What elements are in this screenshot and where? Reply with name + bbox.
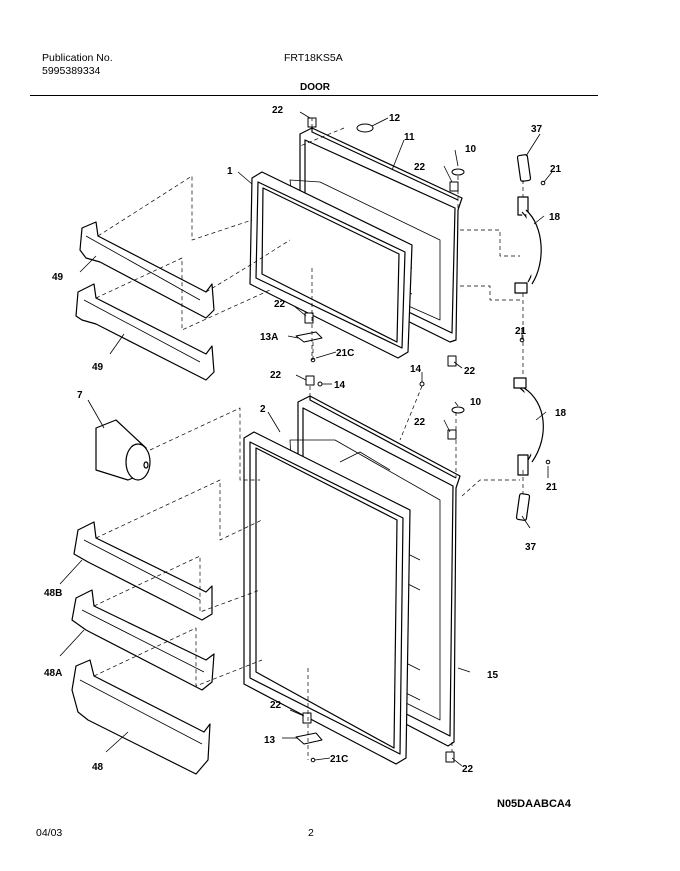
fresh-food-door-gasket bbox=[243, 431, 411, 765]
callout-14-upper: 14 bbox=[334, 380, 346, 391]
callout-14-lower: 14 bbox=[410, 364, 422, 375]
freezer-handle-18 bbox=[514, 154, 542, 294]
fresh-food-handle-18 bbox=[513, 377, 544, 521]
screw-22-hinge-lower bbox=[302, 712, 312, 724]
callout-22-lower-top: 22 bbox=[270, 370, 282, 381]
callout-22-hinge-lower: 22 bbox=[270, 700, 282, 711]
callout-22-hinge-upper: 22 bbox=[274, 299, 286, 310]
plug-10-lower bbox=[451, 406, 465, 414]
freezer-door-gasket bbox=[249, 171, 413, 359]
callout-22-mid: 22 bbox=[414, 162, 426, 173]
callout-49-upper: 49 bbox=[52, 272, 64, 283]
door-bin-48 bbox=[71, 659, 211, 775]
header-rule bbox=[30, 95, 598, 96]
screw-22-lower-mid bbox=[447, 429, 457, 440]
callout-49-lower: 49 bbox=[92, 362, 104, 373]
screw-22-bottom bbox=[445, 751, 455, 763]
publication-number: 5995389334 bbox=[42, 65, 101, 77]
callout-48b: 48B bbox=[44, 588, 62, 599]
callout-13: 13 bbox=[264, 735, 276, 746]
callout-11: 11 bbox=[404, 132, 415, 143]
screw-22-mid bbox=[449, 181, 459, 192]
callout-21-b: 21 bbox=[515, 326, 527, 337]
callout-48: 48 bbox=[92, 762, 104, 773]
assembly-lines bbox=[93, 118, 524, 760]
screw-22-hinge-upper bbox=[304, 312, 314, 324]
freezer-shelf-49-upper bbox=[79, 221, 215, 319]
callout-13a: 13A bbox=[260, 332, 278, 343]
callout-18-lower: 18 bbox=[555, 408, 567, 419]
hardware-pieces bbox=[295, 117, 551, 763]
callout-21c-upper: 21C bbox=[336, 348, 354, 359]
callout-7: 7 bbox=[77, 390, 83, 401]
callout-22-top: 22 bbox=[272, 105, 284, 116]
screw-22-right-upper bbox=[447, 355, 457, 367]
screw-21-c bbox=[545, 459, 551, 465]
callout-22-right-upper: 22 bbox=[464, 366, 476, 377]
section-title: DOOR bbox=[300, 82, 330, 93]
pin-14-lower bbox=[419, 381, 425, 387]
callout-21c-lower: 21C bbox=[330, 754, 348, 765]
callout-2: 2 bbox=[260, 404, 266, 415]
diagram-code: N05DAABCA4 bbox=[497, 798, 571, 810]
callout-10-upper: 10 bbox=[465, 144, 477, 155]
callout-labels: 1 2 7 10 10 11 12 13 13A 14 14 15 18 18 … bbox=[44, 105, 567, 775]
callout-10-lower: 10 bbox=[470, 397, 482, 408]
publication-label: Publication No. bbox=[42, 52, 113, 64]
freezer-shelf-49-lower bbox=[75, 283, 215, 381]
screw-21-a bbox=[540, 180, 546, 186]
callout-22-bottom: 22 bbox=[462, 764, 474, 775]
hinge-13a bbox=[295, 331, 323, 343]
hinge-13 bbox=[295, 732, 323, 745]
pin-14-upper bbox=[317, 381, 323, 387]
plug-12 bbox=[356, 123, 374, 133]
callout-21-c: 21 bbox=[546, 482, 558, 493]
model-number: FRT18KS5A bbox=[284, 52, 343, 64]
callout-15: 15 bbox=[487, 670, 499, 681]
callout-37-lower: 37 bbox=[525, 542, 537, 553]
callout-48a: 48A bbox=[44, 668, 62, 679]
callout-21-a: 21 bbox=[550, 164, 562, 175]
callout-37-upper: 37 bbox=[531, 124, 543, 135]
door-bin-48a bbox=[71, 589, 215, 691]
callout-18-upper: 18 bbox=[549, 212, 561, 223]
plug-10-upper bbox=[451, 168, 465, 176]
screw-21c-lower bbox=[310, 757, 316, 763]
footer-date: 04/03 bbox=[36, 827, 63, 839]
callout-12: 12 bbox=[389, 113, 401, 124]
leader-lines bbox=[59, 111, 553, 767]
page-number: 2 bbox=[308, 827, 314, 839]
door-shelf-48b bbox=[73, 521, 213, 621]
callout-1: 1 bbox=[227, 166, 233, 177]
callout-22-lower-mid: 22 bbox=[414, 417, 426, 428]
screw-22-lower-top bbox=[305, 375, 315, 386]
ice-bucket-7 bbox=[95, 419, 151, 481]
